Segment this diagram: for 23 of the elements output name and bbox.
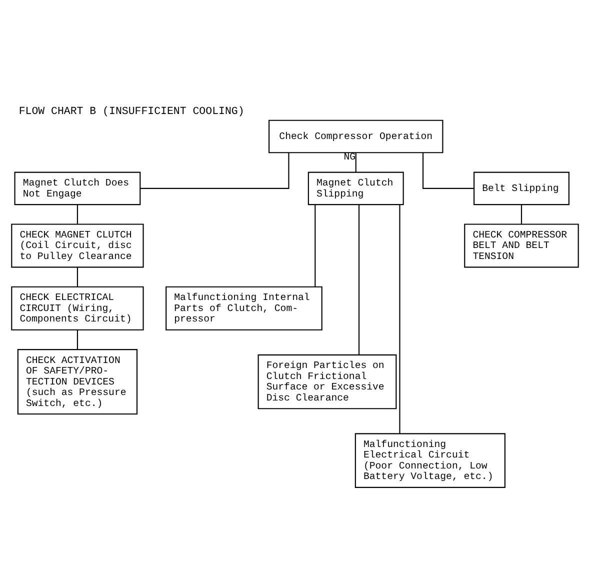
- connector: [76, 330, 78, 349]
- diagram-title: FLOW CHART B (INSUFFICIENT COOLING): [18, 105, 244, 118]
- connector: [140, 152, 290, 188]
- connector: [422, 152, 474, 188]
- node-box: CHECK ACTIVATION OF SAFETY/PRO- TECTION DEVICES (such as Pressure Switch, etc.): [17, 348, 138, 414]
- node-box: Magnet Clutch Does Not Engage: [14, 171, 141, 205]
- node-box: CHECK ELECTRICAL CIRCUIT (Wiring, Components Circuit): [11, 286, 144, 330]
- edge-label: NG: [344, 151, 356, 162]
- node-box: Belt Slipping: [474, 171, 570, 205]
- connector: [520, 204, 522, 224]
- node-box: Malfunctioning Electrical Circuit (Poor Connection, Low Battery Voltage, etc.): [354, 432, 506, 488]
- connector: [76, 204, 78, 224]
- node-box: Malfunctioning Internal Parts of Clutch, Com- pressor: [166, 286, 322, 330]
- connector: [355, 152, 356, 172]
- node-box: Check Compressor Operation: [268, 119, 444, 153]
- connector: [314, 204, 316, 286]
- node-box: Magnet Clutch Slipping: [308, 171, 404, 205]
- node-box: CHECK COMPRESSOR BELT AND BELT TENSION: [464, 223, 579, 268]
- node-box: CHECK MAGNET CLUTCH (Coil Circuit, disc to Pulley Clearance: [11, 223, 144, 268]
- connector: [76, 266, 78, 286]
- connector: [399, 204, 400, 434]
- node-box: Foreign Particles on Clutch Frictional Surface or Excessive Disc Clearance: [258, 354, 397, 409]
- connector: [358, 204, 360, 354]
